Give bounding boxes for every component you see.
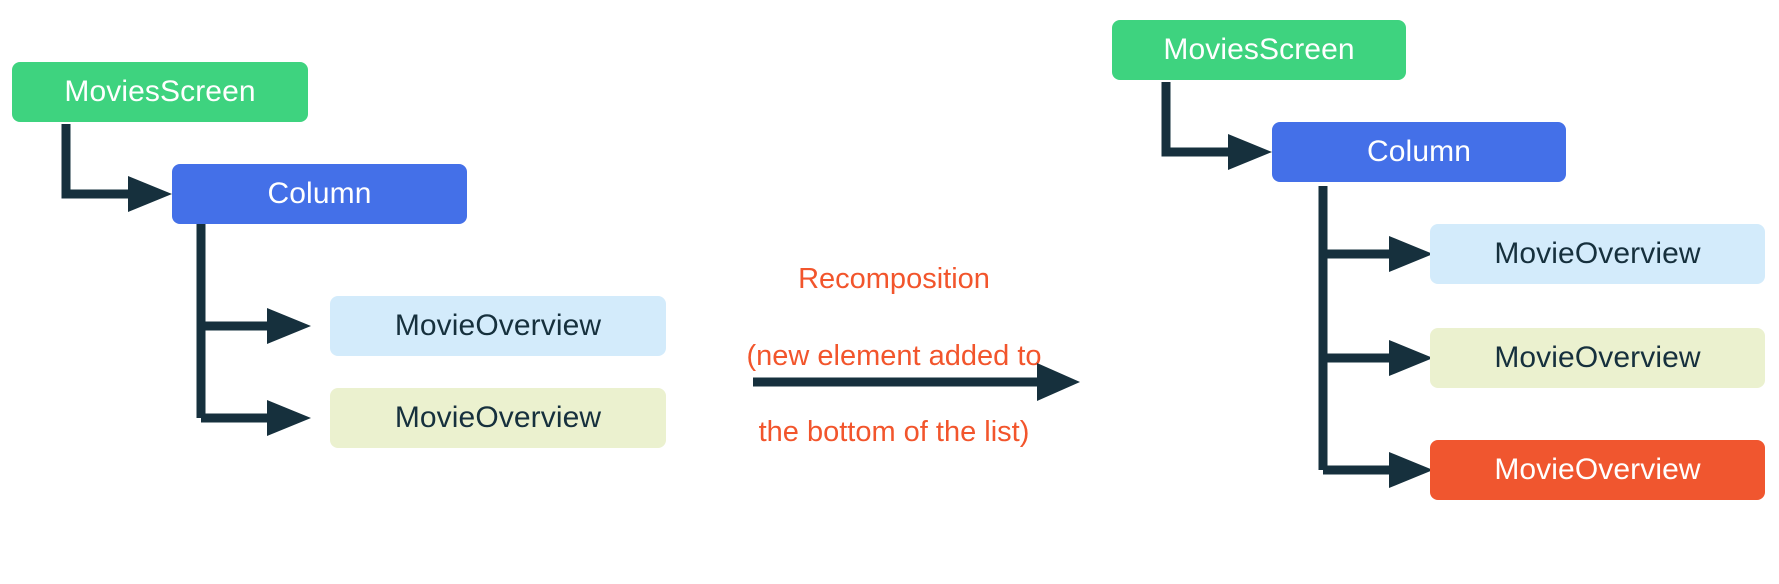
- before-node-column: Column: [172, 164, 467, 224]
- after-node-moviesscreen: MoviesScreen: [1112, 20, 1406, 80]
- before-node-movieoverview-1-label: MovieOverview: [394, 309, 602, 342]
- before-node-column-label: Column: [267, 177, 372, 210]
- before-node-movieoverview-2-label: MovieOverview: [394, 401, 602, 434]
- before-node-movieoverview-2: MovieOverview: [330, 388, 666, 448]
- after-node-movieoverview-3-new-label: MovieOverview: [1494, 453, 1701, 486]
- after-connector-screen-to-column: [1161, 82, 1272, 170]
- before-node-moviesscreen-label: MoviesScreen: [64, 75, 256, 108]
- after-node-column-label: Column: [1367, 135, 1471, 168]
- after-node-movieoverview-1-label: MovieOverview: [1494, 237, 1701, 270]
- before-node-movieoverview-1: MovieOverview: [330, 296, 666, 356]
- after-node-movieoverview-3-new: MovieOverview: [1430, 440, 1765, 500]
- before-node-moviesscreen: MoviesScreen: [12, 62, 308, 122]
- after-node-movieoverview-1: MovieOverview: [1430, 224, 1765, 284]
- after-node-moviesscreen-label: MoviesScreen: [1163, 33, 1355, 66]
- transition-caption-line-1: Recomposition: [798, 263, 990, 296]
- after-node-movieoverview-2-label: MovieOverview: [1494, 341, 1701, 374]
- after-node-movieoverview-2: MovieOverview: [1430, 328, 1765, 388]
- transition-arrow: [753, 363, 1080, 401]
- after-node-column: Column: [1272, 122, 1566, 182]
- before-connector-screen-to-column: [61, 124, 172, 212]
- after-connector-column-children: [1318, 186, 1433, 488]
- transition-caption-line-3: the bottom of the list): [758, 416, 1030, 449]
- before-connector-column-children: [196, 224, 311, 436]
- transition-caption: Recomposition (new element added to the …: [723, 222, 1065, 490]
